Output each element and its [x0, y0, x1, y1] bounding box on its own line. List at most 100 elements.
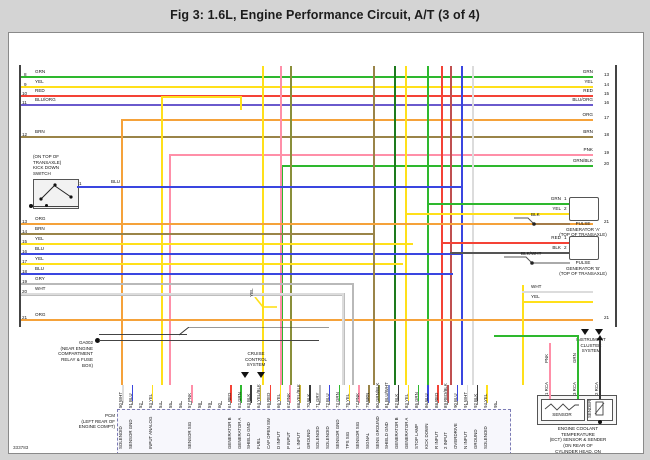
wire-label-right-6: PNK [583, 147, 593, 152]
pcm-pin-function-88[interactable]: R INPUT [433, 431, 439, 449]
pcm-pin-function-50[interactable]: SOLENOID [118, 426, 124, 449]
ect-pin2-gauge: 2 RCA [594, 382, 599, 395]
pcm-pin-function-77[interactable]: SENSOR SIG [354, 421, 360, 449]
wiring-diagram-canvas: GRN 8 YEL 9 RED 10 BLU/ORG 11 BRN 12 ORG… [8, 32, 644, 454]
pcm-pin-wire-91 [466, 385, 469, 403]
pcm-pin-tick-75 [348, 401, 350, 405]
pcm-pin-function-68[interactable]: L INPUT [295, 432, 301, 449]
pin-left-2: 10 [22, 91, 28, 96]
pcm-pin-function-86[interactable]: KICK DOWN [423, 423, 429, 449]
wire-trunk-wht-1 [472, 66, 474, 385]
kickdown-ground-dot [29, 204, 33, 208]
pcm-pin-function-92[interactable]: GROUND [473, 429, 478, 449]
pcm-pin-function-57[interactable]: SENSOR SIG [187, 421, 193, 449]
pcm-pin-function-67[interactable]: P INPUT [285, 431, 291, 449]
pulse-generator-a-body[interactable] [569, 197, 599, 221]
pcm-pin-function-79[interactable]: SIGNAL [364, 432, 370, 449]
wire-left-yel-15 [21, 243, 413, 245]
wire-left-yel-17 [21, 263, 403, 265]
pcm-pin-function-89[interactable]: 2 INPUT [443, 432, 449, 449]
wire-label-right-1: YEL [584, 79, 593, 84]
pcm-pin-tick-61 [230, 401, 232, 405]
pgB-pin2-number: 2 [564, 245, 567, 250]
pcm-pin-function-62[interactable]: GENERATOR A [236, 417, 242, 449]
pcm-pin-function-85[interactable]: STOP LAMP [413, 424, 419, 449]
pcm-pin-wire-67 [289, 385, 292, 403]
pcm-pin-function-81[interactable]: SHIELD GND [384, 422, 390, 449]
pcm-pin-function-83[interactable]: GENERATOR A [404, 417, 410, 449]
wire-kickdown-stub [77, 186, 83, 188]
ground-lead-b [99, 340, 319, 341]
wire-label-left-13: ORG [35, 312, 46, 317]
cruise-arrow-right [257, 372, 265, 378]
pcm-pin-function-94[interactable]: SOLENOID [482, 426, 488, 449]
wire-label-right-7: GRN/BLK [572, 158, 593, 163]
pcm-pin-wire-66 [279, 385, 282, 403]
wht-branch-label: WHT [531, 284, 542, 289]
pcm-pin-function-61[interactable]: GENERATOR B [226, 417, 232, 449]
pcm-pin-tick-51 [131, 401, 133, 405]
ect-sensor-label: SENSOR [552, 412, 572, 417]
pcm-pin-function-72[interactable]: SOLENOID [325, 426, 331, 449]
ground-lead-a [99, 334, 187, 335]
pcm-pin-wire-88 [437, 385, 439, 403]
pcm-pin-function-75[interactable]: TPS SIG [344, 431, 350, 449]
reference-code: 333783 [13, 445, 29, 450]
pulse-generator-b-body[interactable] [569, 236, 599, 260]
kickdown-ground-dot2 [45, 204, 48, 207]
pin-right-8: 21 [604, 219, 610, 224]
wire-label-right-2: RED [583, 88, 593, 93]
pcm-pin-function-71[interactable]: SOLENOID [315, 426, 321, 449]
pcm-pin-function-90[interactable]: OVERDRIVE [453, 423, 459, 449]
pcm-pin-tick-62 [240, 401, 242, 405]
pcm-pin-wire-73 [338, 385, 341, 403]
pcm-pin-function-63[interactable]: SHIELD GND [246, 422, 252, 449]
pcm-pin-wire-85 [417, 385, 420, 403]
wire-wht-corner [342, 293, 345, 385]
pin-left-5: 13 [22, 219, 28, 224]
wire-label-left-10: BLU [35, 266, 44, 271]
wire-trunk-pnk-1 [280, 66, 282, 385]
wire-label-right-0: GRN [582, 69, 593, 74]
pcm-pin-function-51[interactable]: SENSOR GND [128, 419, 134, 449]
pcm-connector-box[interactable] [117, 409, 511, 453]
pcm-pin-function-65[interactable]: CAP OPEN SW [266, 418, 272, 449]
pcm-pin-tick-64 [259, 401, 261, 405]
pcm-pin-wire-51 [131, 385, 134, 403]
pcm-pin-wire-79 [368, 385, 370, 403]
pcm-pin-function-70[interactable]: GROUND [305, 429, 311, 449]
wire-trunk-grnblk-1 [290, 66, 292, 385]
pcm-pin-tick-68 [299, 401, 301, 405]
wire-left-org-13 [21, 223, 593, 225]
wire-label-left-9: YEL [35, 256, 44, 261]
pcm-pin-wire-65 [269, 385, 272, 403]
pcm-pin-function-64[interactable]: FUEL [256, 437, 262, 449]
pgB-pin1-number: 1 [564, 235, 567, 240]
pin-right-2: 15 [604, 91, 610, 96]
pcm-pin-function-66[interactable]: D INPUT [276, 431, 281, 449]
pcm-pin-wire-64 [259, 385, 262, 403]
pcm-pin-function-91[interactable]: N INPUT [463, 431, 469, 449]
pin-left-8: 16 [22, 249, 28, 254]
pcm-pin-function-82[interactable]: GENERATOR B [394, 417, 400, 449]
pin-left-1: 9 [24, 82, 27, 87]
instrument-cluster-arrow-left [581, 329, 589, 335]
pcm-pin-wire-63 [250, 385, 252, 403]
pcm-pin-wire-77 [358, 385, 360, 403]
wire-pnk-drop [169, 154, 171, 385]
pcm-pin-wire-94 [486, 385, 489, 403]
pcm-pin-tick-81 [387, 401, 389, 405]
pcm-pin-wire-72 [328, 385, 331, 403]
pcm-pin-function-53[interactable]: INPUT ANALOG [147, 416, 153, 449]
wire-label-left-11: GRY [35, 276, 45, 281]
pcm-pin-wire-71 [319, 385, 321, 403]
pcm-pin-wire-57 [190, 385, 193, 403]
pcm-pin-wire-70 [309, 385, 311, 403]
pcm-pin-function-73[interactable]: SENSOR GND [335, 419, 341, 449]
wire-pgA-yel [405, 213, 569, 215]
pcm-pin-function-80[interactable]: SENS GROUND [374, 416, 380, 449]
wire-left-yel-9 [21, 86, 593, 88]
